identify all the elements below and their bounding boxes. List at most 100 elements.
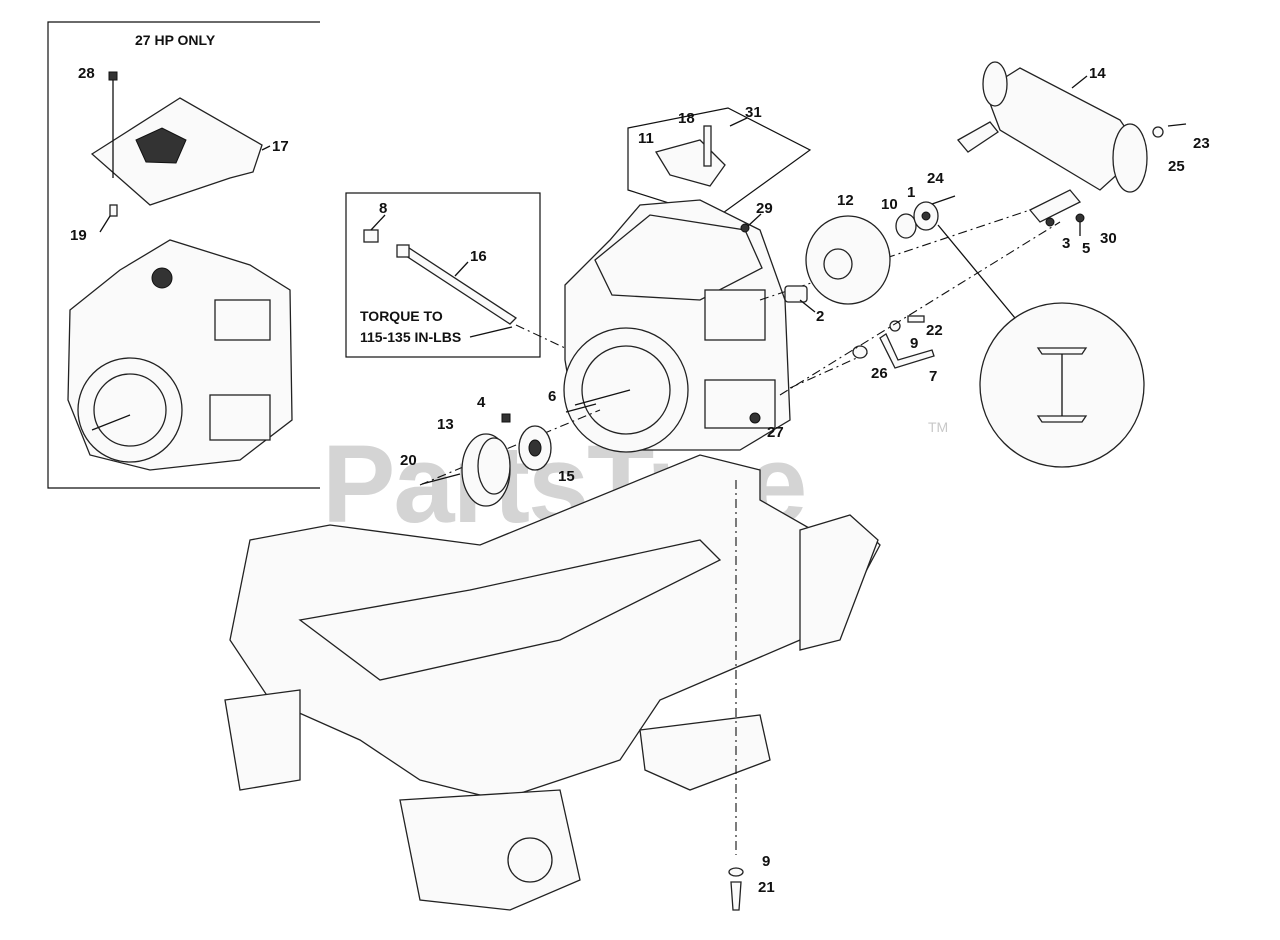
screw-28 (108, 71, 118, 81)
box-31-border (627, 107, 812, 219)
pulley-group: 13 4 6 15 20 (400, 388, 601, 507)
pulley-13-groove (477, 437, 511, 495)
clutch-12-hub (823, 248, 853, 280)
engine-coil (704, 289, 766, 341)
crankshaft-stub (574, 389, 631, 406)
callout-18: 18 (678, 110, 695, 127)
axis-bracket (789, 351, 871, 389)
muffler-flange-left (957, 121, 999, 153)
key-6 (565, 403, 597, 413)
callout-19: 19 (70, 227, 87, 244)
callout-27: 27 (767, 424, 784, 441)
screw-4 (501, 413, 511, 423)
bracket-11 (654, 139, 726, 187)
callout-11: 11 (638, 130, 654, 147)
axis-pulley (419, 409, 601, 486)
callout-1: 1 (907, 184, 915, 201)
callout-25: 25 (1168, 158, 1185, 175)
screw-18 (703, 125, 712, 167)
pto-clutch-group: 12 10 1 24 2 (759, 170, 1031, 325)
callout-3: 3 (1062, 235, 1070, 252)
spacer-2 (784, 285, 808, 303)
engine-flywheel-inner (581, 345, 671, 435)
muffler-group: 14 23 25 3 5 30 (957, 61, 1210, 257)
callout-28: 28 (78, 65, 95, 82)
muffler-end-cap (1112, 123, 1148, 193)
axis-muffler (779, 221, 1061, 396)
inset-coil (214, 299, 271, 341)
engine-starter (704, 379, 776, 429)
callout-29: 29 (756, 200, 773, 217)
bolt-24 (931, 195, 956, 205)
inset-border (47, 21, 320, 489)
grommet-29 (740, 223, 750, 233)
bracket-7 (879, 333, 935, 369)
callout-26: 26 (871, 365, 888, 382)
bolt-22 (907, 315, 925, 323)
callout-2: 2 (816, 308, 824, 325)
anti-rotation-bracket: 22 9 26 7 (789, 315, 943, 389)
leader-16 (454, 261, 469, 277)
magnifier-washer-bottom (1036, 415, 1088, 423)
callout-8: 8 (379, 200, 387, 217)
callout-21: 21 (758, 879, 775, 896)
callout-15: 15 (558, 468, 575, 485)
callout-23: 23 (1193, 135, 1210, 152)
detail-magnifier (937, 224, 1145, 468)
leader-29 (747, 213, 762, 227)
frame-left-arm (224, 689, 301, 791)
inset-flywheel-inner (93, 373, 167, 447)
callout-9-top: 9 (910, 335, 918, 352)
frame-deck-plate (298, 539, 722, 681)
callout-4: 4 (477, 394, 486, 411)
inset-title: 27 HP ONLY (135, 32, 216, 48)
torque-note-line1: TORQUE TO (360, 308, 443, 324)
bolt-23 (1167, 123, 1187, 127)
engine-main: 29 27 (563, 199, 791, 453)
leader-31 (729, 117, 748, 127)
nut-30 (1075, 213, 1085, 223)
callout-17: 17 (272, 138, 289, 155)
bolt-27 (749, 412, 761, 424)
leader-8 (370, 214, 386, 231)
shroud-opening (135, 127, 187, 164)
inset-starter (209, 394, 271, 441)
callout-5: 5 (1082, 240, 1090, 257)
callout-22: 22 (926, 322, 943, 339)
watermark-tm: TM (928, 419, 948, 435)
screw-19 (109, 204, 118, 217)
magnifier-leader (937, 224, 1016, 319)
washer-9-bottom (728, 867, 744, 877)
inset-27hp: 27 HP ONLY 28 17 19 (47, 21, 320, 489)
frame-rear-bracket (399, 789, 581, 911)
washer-25 (1152, 126, 1164, 138)
torque-note-line2: 115-135 IN-LBS (360, 329, 461, 345)
callout-31: 31 (745, 104, 762, 121)
callout-10: 10 (881, 196, 898, 213)
callout-7: 7 (929, 368, 937, 385)
muffler-front-cap (982, 61, 1008, 107)
callout-14: 14 (1089, 65, 1106, 82)
engine-top-cover (594, 214, 763, 301)
inset-shaft (91, 414, 131, 431)
callout-20: 20 (400, 452, 417, 469)
mower-frame: 9 21 (224, 454, 881, 911)
torque-detail: 8 16 TORQUE TO 115-135 IN-LBS (345, 192, 541, 358)
nut-3 (1045, 217, 1055, 227)
leader-14 (1071, 75, 1088, 89)
torque-box-border (345, 192, 541, 358)
muffler-flange-right (1028, 189, 1082, 223)
washer-9-top (889, 320, 901, 332)
frame-rear-hole (507, 837, 553, 883)
leader-17 (261, 145, 271, 151)
hub-15-bore (528, 439, 542, 457)
callout-24: 24 (927, 170, 944, 187)
leader-2 (799, 299, 816, 313)
bearing-10 (895, 213, 917, 239)
frame-right-arm (799, 514, 879, 651)
inset-carb (151, 267, 173, 289)
magnifier-washer-top (1036, 347, 1088, 355)
washer-26 (852, 345, 868, 359)
